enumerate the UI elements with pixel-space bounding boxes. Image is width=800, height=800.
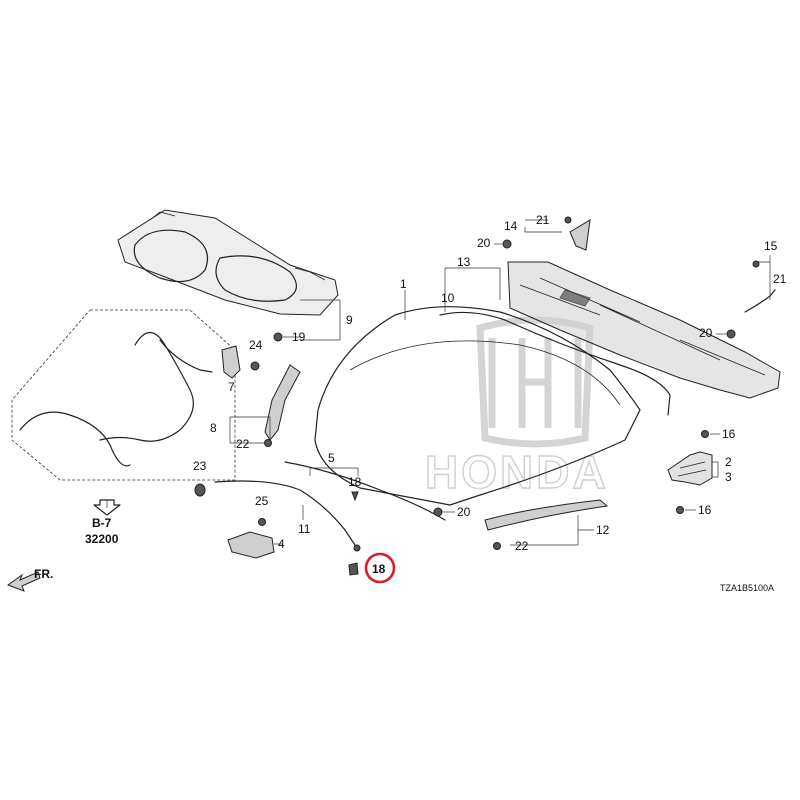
- clip-icon: [351, 491, 359, 502]
- callout-18-highlighted: 18: [372, 562, 386, 576]
- callout-21-a: 21: [536, 213, 550, 227]
- callout-23: 23: [193, 459, 207, 473]
- honda-h-logo: [488, 338, 582, 428]
- callout-5: 5: [328, 451, 335, 465]
- clip-icon: [264, 439, 272, 447]
- washer-nozzle-part: [744, 289, 776, 313]
- callout-14: 14: [504, 219, 518, 233]
- callout-19: 19: [292, 330, 306, 344]
- screw-icon: [752, 260, 760, 268]
- callout-11: 11: [298, 522, 311, 536]
- rubber-stop-icon: [433, 507, 443, 517]
- hood-release-cable-part: [214, 480, 356, 546]
- callout-24: 24: [249, 338, 263, 352]
- callout-22-b: 22: [515, 539, 529, 553]
- callout-16-a: 16: [722, 427, 736, 441]
- callout-9: 8: [210, 421, 217, 435]
- cowl-top-part: [507, 261, 781, 399]
- reference-arrow-icon: [93, 499, 121, 516]
- hood-hinge-part: [667, 451, 713, 486]
- hood-release-cable-inset: [11, 309, 236, 481]
- callout-8: 9: [346, 313, 353, 327]
- screw-icon: [564, 216, 572, 224]
- callout-17: 18: [348, 475, 362, 489]
- callout-15: 15: [764, 239, 778, 253]
- callout-1: 1: [400, 277, 407, 291]
- callout-7: 7: [228, 380, 235, 394]
- bolt-icon: [701, 430, 709, 438]
- honda-logo-frame: [476, 316, 594, 448]
- callout-20-b: 20: [477, 236, 491, 250]
- callout-16-b: 16: [698, 503, 712, 517]
- hood-insulator-part: [117, 209, 339, 316]
- honda-watermark: HONDA: [424, 316, 609, 499]
- callout-21-b: 21: [773, 272, 787, 286]
- lower-seal-part: [484, 499, 609, 531]
- diagram-code: TZA1B5100A: [720, 583, 774, 593]
- bracket-part: [221, 345, 241, 379]
- callout-20-c: 20: [699, 326, 713, 340]
- cable-end-icon: [353, 544, 361, 552]
- front-indicator-label: FR.: [34, 567, 53, 581]
- callout-4: 4: [278, 537, 285, 551]
- hood-part: [314, 306, 641, 506]
- rubber-stop-icon: [726, 329, 736, 339]
- highlight-ring: [364, 552, 396, 584]
- clip-icon: [493, 542, 501, 550]
- release-cable-clip-icon: [348, 562, 359, 576]
- callout-12: 12: [596, 523, 610, 537]
- clip-icon: [273, 332, 283, 342]
- rubber-stop-icon: [502, 239, 512, 249]
- callout-20-a: 20: [457, 505, 471, 519]
- bumper-icon: [194, 483, 206, 497]
- callout-2: 2: [725, 455, 732, 469]
- callout-13: 13: [457, 255, 471, 269]
- reference-page: B-7: [92, 516, 112, 530]
- front-direction-arrow: FR.: [6, 567, 53, 592]
- honda-watermark-text: HONDA: [425, 446, 609, 498]
- callout-3: 3: [725, 470, 732, 484]
- hood-lock-part: [227, 531, 275, 559]
- hood-weatherstrip-part: [439, 311, 671, 416]
- cowl-bracket-part: [569, 219, 591, 251]
- callout-10: 10: [441, 291, 455, 305]
- bolt-icon: [676, 506, 684, 514]
- front-hood-seal-part: [284, 461, 446, 521]
- hood-side-seal-part: [264, 364, 301, 441]
- bolt-icon: [258, 518, 266, 526]
- bolt-icon: [250, 361, 260, 371]
- reference-part-number: 32200: [85, 532, 119, 546]
- callout-25: 25: [255, 494, 269, 508]
- callout-22-a: 22: [236, 437, 250, 451]
